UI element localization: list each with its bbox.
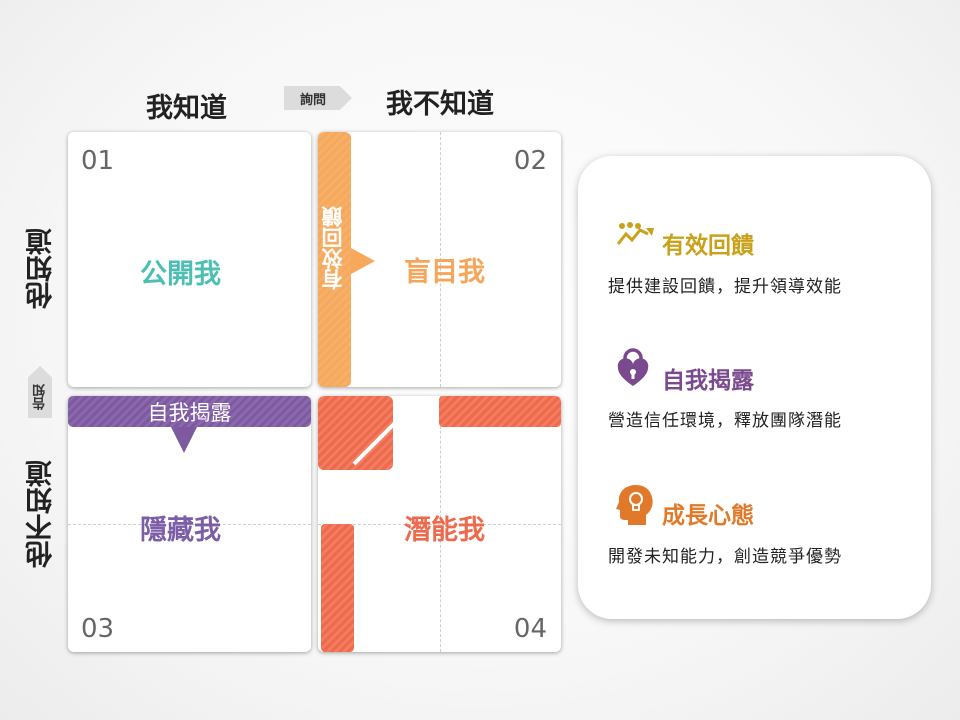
team-growth-icon <box>616 220 656 250</box>
quadrant-number: 01 <box>81 146 115 176</box>
hatch-block-top <box>439 396 561 427</box>
quadrant-label: 盲目我 <box>404 257 485 288</box>
feedback-bar: 有效回饋 <box>318 132 351 387</box>
quadrant-label: 隱藏我 <box>140 515 221 546</box>
panel-item-desc: 開發未知能力，創造競爭優勢 <box>608 547 842 567</box>
tell-label: 告知 <box>32 384 48 410</box>
info-panel: 有效回饋 提供建設回饋，提升領導效能 自我揭露 營造信任環境，釋放團隊潛能 成長… <box>578 156 931 619</box>
quadrant-label: 潛能我 <box>404 515 485 546</box>
head-lightbulb-icon <box>616 483 654 525</box>
panel-item-desc: 提供建設回饋，提升領導效能 <box>608 277 842 297</box>
quadrant-label: 公開我 <box>140 259 221 290</box>
panel-item-title: 有效回饋 <box>662 233 754 259</box>
quadrant-hidden-self: 03 隱藏我 <box>68 396 311 652</box>
ask-arrow: 詢問 <box>284 86 352 110</box>
divider-vertical <box>440 396 441 652</box>
quadrant-open-self: 01 公開我 <box>68 132 311 387</box>
heart-lock-icon <box>616 348 650 388</box>
disclosure-arrow <box>171 427 197 453</box>
divider-vertical <box>440 132 441 387</box>
quadrant-number: 04 <box>513 614 547 644</box>
panel-item-desc: 營造信任環境，釋放團隊潛能 <box>608 411 842 431</box>
hatch-block-left <box>321 524 354 652</box>
header-i-dont-know: 我不知道 <box>386 89 494 120</box>
header-others-dont-know: 他不知道 <box>26 460 57 568</box>
panel-item-title: 自我揭露 <box>662 368 754 394</box>
disclosure-bar-label: 自我揭露 <box>147 400 232 425</box>
divider-horizontal <box>68 524 311 525</box>
header-i-know: 我知道 <box>146 93 227 124</box>
panel-item-title: 成長心態 <box>662 503 754 529</box>
divider-horizontal <box>318 524 561 525</box>
disclosure-bar: 自我揭露 <box>68 396 311 427</box>
tell-arrow: 告知 <box>28 366 52 418</box>
ask-label: 詢問 <box>299 92 326 108</box>
feedback-bar-label: 有效回饋 <box>321 206 345 290</box>
feedback-arrow <box>351 248 375 274</box>
quadrant-number: 02 <box>513 146 547 176</box>
quadrant-number: 03 <box>81 614 115 644</box>
header-others-know: 他知道 <box>26 228 57 309</box>
quadrant-potential-self: 04 潛能我 <box>318 396 561 652</box>
